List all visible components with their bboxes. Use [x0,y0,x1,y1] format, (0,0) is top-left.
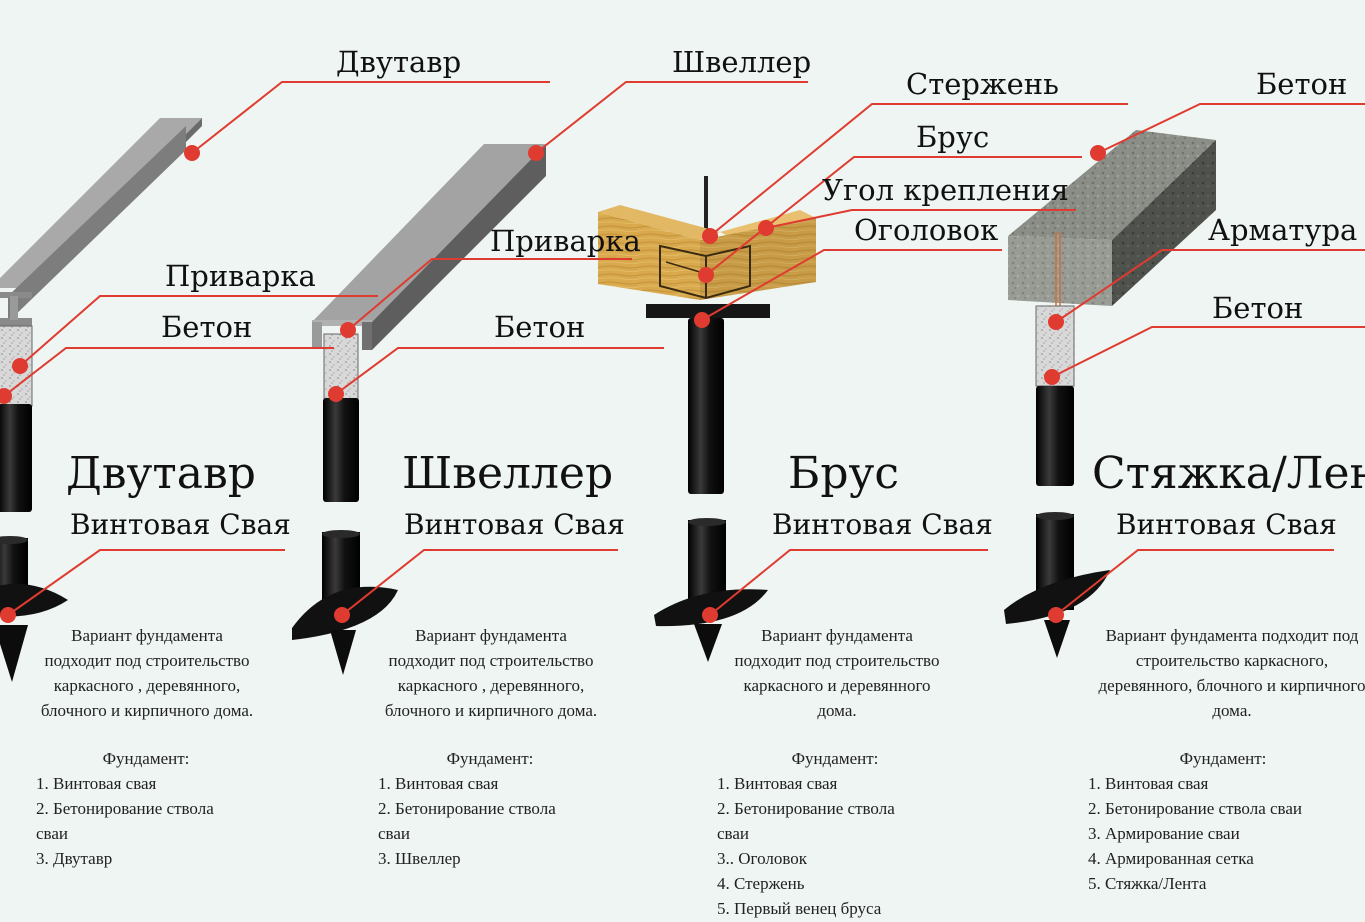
list-item: 1. Винтовая свая [378,774,499,793]
foundation-heading: Фундамент: [791,749,879,768]
list-item: 3.. Оголовок [717,849,808,868]
list-item: 3. Швеллер [378,849,461,868]
column-2-illustration [292,144,546,675]
callout-concrete-fill: Бетон [1212,291,1304,325]
column-2-title: Швеллер [402,448,614,499]
callout-i-beam: Двутавр [336,45,462,79]
column-3-title: Брус [788,448,900,499]
screw-blade [1004,570,1110,624]
leader-dots [0,145,1106,623]
list-item: 5. Первый венец бруса [717,899,882,918]
column-2-foundation-list: Фундамент: 1. Винтовая свая 2. Бетониров… [378,746,602,871]
column-3-foundation-list: Фундамент: 1. Винтовая свая 2. Бетониров… [717,746,953,921]
rod [704,176,708,236]
column-1-subtitle: Винтовая Свая [70,508,291,541]
list-item: 1. Винтовая свая [717,774,838,793]
column-1-description: Вариант фундамента подходит под строител… [40,626,254,720]
callout-concrete-top: Бетон [1256,67,1348,101]
list-item: сваи [36,824,68,843]
column-3-illustration [598,176,816,662]
foundation-heading: Фундамент: [102,749,190,768]
column-4-illustration [1004,130,1216,658]
list-item: сваи [717,824,749,843]
i-beam-web [8,126,186,322]
column-1-foundation-list: Фундамент: 1. Винтовая свая 2. Бетониров… [36,746,256,871]
list-item: 4. Армированная сетка [1088,849,1254,868]
callout-channel: Швеллер [672,45,812,79]
list-item: 2. Бетонирование ствола [378,799,556,818]
column-2-description: Вариант фундамента подходит под строител… [384,626,598,720]
callout-concrete: Бетон [494,310,586,344]
list-item: 2. Бетонирование ствола [36,799,214,818]
callout-concrete: Бетон [161,310,253,344]
callout-welding: Приварка [165,259,316,293]
concrete-strip-top [1008,130,1216,240]
pile-shaft [1036,386,1074,486]
pile-shaft [688,318,724,494]
list-item: 1. Винтовая свая [36,774,157,793]
list-item: 4. Стержень [717,874,805,893]
list-item: 3. Двутавр [36,849,113,868]
foundation-heading: Фундамент: [1179,749,1267,768]
callout-corner-bracket: Угол крепления [822,173,1069,207]
column-3-description: Вариант фундамента подходит под строител… [734,626,940,720]
pile-shaft [0,404,32,512]
channel-top-face [312,144,546,322]
column-4-subtitle: Винтовая Свая [1116,508,1337,541]
leader-lines [3,81,1365,616]
list-item: 1. Винтовая свая [1088,774,1209,793]
callout-pile-head: Оголовок [854,213,999,247]
callout-welding: Приварка [490,224,641,258]
list-item: сваи [378,824,410,843]
foundation-heading: Фундамент: [446,749,534,768]
callout-rebar: Арматура [1208,213,1358,247]
timber-beam [598,212,700,300]
column-1-illustration [0,118,202,682]
list-item: 2. Бетонирование ствола сваи [1088,799,1302,818]
list-item: 2. Бетонирование ствола [717,799,895,818]
callout-rod: Стержень [906,67,1059,101]
pile-shaft [323,398,359,502]
column-4-description: Вариант фундамента подходит под строител… [1098,626,1365,720]
column-3-subtitle: Винтовая Свая [772,508,993,541]
column-2-subtitle: Винтовая Свая [404,508,625,541]
column-4-title: Стяжка/Лента [1092,448,1365,499]
callout-timber: Брус [916,120,990,154]
column-1-title: Двутавр [66,448,256,499]
list-item: 5. Стяжка/Лента [1088,874,1207,893]
list-item: 3. Армирование сваи [1088,824,1240,843]
column-4-foundation-list: Фундамент: 1. Винтовая свая 2. Бетониров… [1088,746,1358,896]
